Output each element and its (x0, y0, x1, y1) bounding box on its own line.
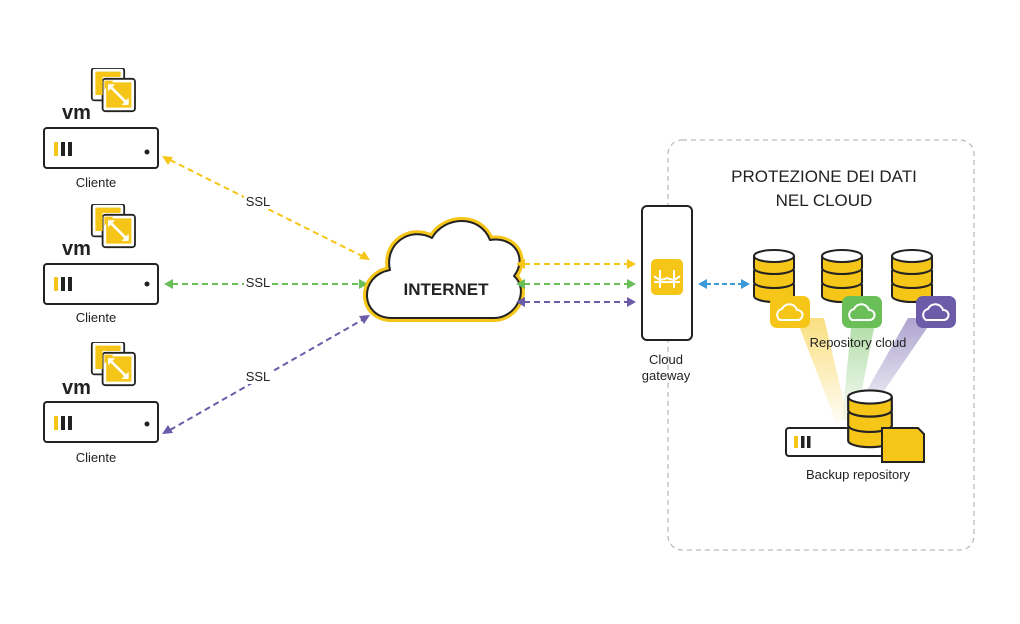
cloud-gateway[interactable]: Cloud gateway (641, 205, 693, 383)
backup-repository[interactable]: Backup repository (785, 389, 925, 482)
server-dot (144, 421, 150, 427)
database-icon (891, 249, 933, 303)
client-2[interactable]: vm Cliente (43, 204, 159, 325)
bridge-icon-glyph (653, 270, 681, 288)
client-label: Cliente (76, 175, 116, 190)
vmware-logo-icon (90, 68, 136, 113)
server-dot (144, 281, 150, 287)
server-box (43, 401, 159, 443)
client-3[interactable]: vm Cliente (43, 342, 159, 465)
ssl-link-1: SSL (162, 156, 370, 260)
server-led-yellow (54, 277, 58, 291)
server-led-2 (68, 142, 72, 156)
client-1[interactable]: vm Cliente (43, 68, 159, 190)
gateway-repository-link (698, 279, 750, 289)
repository-cloud-green[interactable] (821, 249, 882, 328)
beam-yellow (796, 318, 848, 422)
server-led-1 (61, 277, 65, 291)
repository-cloud-purple[interactable] (891, 249, 956, 328)
database-icon (753, 249, 795, 303)
vmware-logo-icon (90, 204, 136, 249)
cloud-badge-green (842, 296, 882, 328)
vm-text: vm (62, 377, 91, 399)
repository-cloud-yellow[interactable] (753, 249, 810, 328)
server-led-2 (68, 416, 72, 430)
ssl-link-3: SSL (162, 315, 370, 434)
ssl-link-2: SSL (164, 275, 368, 290)
internet-cloud: INTERNET (363, 217, 525, 322)
client-label: Cliente (76, 310, 116, 325)
cloud-badge-purple (916, 296, 956, 328)
server-led-1 (61, 142, 65, 156)
server-box (43, 127, 159, 169)
cloud-icon (776, 303, 804, 321)
server-led-2 (68, 277, 72, 291)
gateway-label-2: gateway (642, 368, 691, 383)
server-led-1 (61, 416, 65, 430)
server-led-1 (801, 436, 805, 448)
server-led-yellow (54, 416, 58, 430)
folder-icon (881, 427, 925, 463)
cloud-icon (922, 303, 950, 321)
database-icon (821, 249, 863, 303)
internet-gateway-links (516, 259, 636, 307)
cloud-protection-container (667, 139, 975, 551)
cloud-section-title-2: NEL CLOUD (776, 191, 873, 210)
vm-text: vm (62, 102, 91, 124)
cloud-icon (848, 303, 876, 321)
cloud-section-title-1: PROTEZIONE DEI DATI (731, 167, 917, 186)
server-dot (144, 149, 150, 155)
internet-label: INTERNET (404, 280, 490, 299)
ssl-label: SSL (246, 194, 271, 209)
client-label: Cliente (76, 450, 116, 465)
server-led-yellow (54, 142, 58, 156)
repository-cloud-label: Repository cloud (810, 335, 907, 350)
server-box (43, 263, 159, 305)
vm-text: vm (62, 238, 91, 260)
backup-repository-label: Backup repository (806, 467, 911, 482)
server-led-2 (807, 436, 811, 448)
vmware-logo-icon (90, 342, 136, 387)
ssl-label: SSL (246, 275, 271, 290)
gateway-label-1: Cloud (649, 352, 683, 367)
cloud-badge-yellow (770, 296, 810, 328)
ssl-label: SSL (246, 369, 271, 384)
server-led-yellow (794, 436, 798, 448)
